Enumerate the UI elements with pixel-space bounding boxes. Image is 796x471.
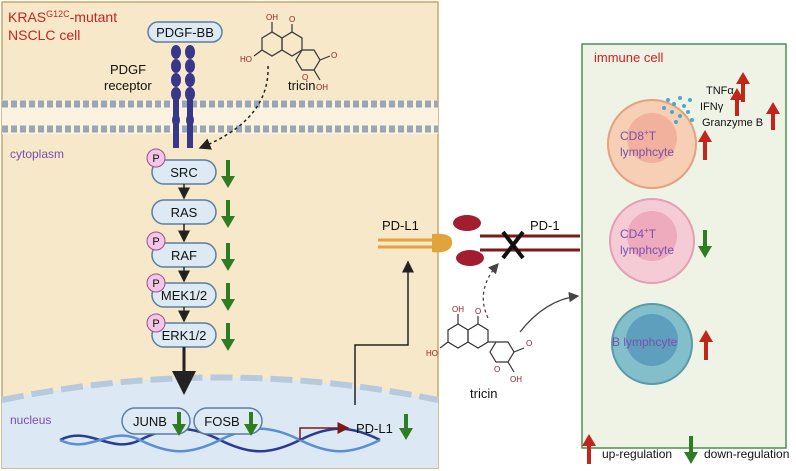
- svg-text:OH: OH: [316, 83, 328, 92]
- cd4-t-cell: [609, 198, 695, 284]
- up-arrow-cd8: [698, 130, 712, 160]
- tricin-bottom-atoms: OH O HO O OH O: [426, 305, 532, 384]
- legend-down-label: down-regulation: [704, 447, 789, 461]
- legend-up-label: up-regulation: [602, 447, 672, 461]
- up-arrow-granzyme: [766, 102, 780, 130]
- svg-text:P: P: [152, 236, 159, 248]
- cd8-t-cell: [607, 99, 697, 189]
- legend-down-icon: [684, 436, 698, 464]
- phospho-erk: P: [146, 313, 166, 333]
- tricin-to-pd1-arrow: [482, 263, 499, 319]
- gene-fosb: FOSB: [193, 407, 263, 436]
- svg-text:HO: HO: [426, 349, 438, 358]
- svg-text:O: O: [475, 307, 481, 316]
- cascade-node-raf: RAF: [151, 242, 217, 268]
- cd8-label-line2: lymphcyte: [620, 145, 674, 159]
- nucleus-label: nucleus: [10, 413, 51, 427]
- receptor-label-line1: PDGF: [110, 62, 146, 77]
- transcription-start-arrow: [299, 422, 350, 440]
- cd4-label-line1: CD4+T: [620, 226, 657, 241]
- tricin-molecule-top: [253, 22, 331, 81]
- legend: up-regulation down-regulation: [582, 434, 789, 464]
- svg-text:OH: OH: [452, 305, 464, 314]
- pd1-protein: [453, 215, 580, 266]
- cell-membrane: [2, 100, 438, 134]
- cytokine-granzyme: Granzyme B: [702, 117, 763, 129]
- svg-text:HO: HO: [240, 55, 252, 64]
- tricin-label-bottom: tricin: [470, 386, 497, 401]
- tricin-top-atoms: OH O HO O OH O: [240, 13, 337, 92]
- dna-helix: [59, 427, 381, 453]
- cell-title-line1: KRASG12C-mutant: [8, 9, 117, 25]
- cytokine-dots: [662, 96, 694, 124]
- svg-text:O: O: [302, 73, 308, 82]
- svg-text:OH: OH: [510, 375, 522, 384]
- svg-text:O: O: [331, 51, 337, 60]
- cytokine-tnf: TNFα: [706, 85, 734, 97]
- block-x-icon: [501, 230, 525, 260]
- cd4-label-line2: lymphcyte: [620, 243, 674, 257]
- pdl1-label: PD-L1: [382, 218, 419, 233]
- down-arrow-cd4: [698, 230, 712, 258]
- up-arrow-ifn: [730, 88, 744, 116]
- svg-text:O: O: [289, 15, 295, 24]
- cascade-label-mek: MEK1/2: [161, 288, 207, 303]
- pdl1-gene-label: PD-L1: [356, 421, 393, 436]
- svg-text:P: P: [152, 318, 159, 330]
- pdgf-bb-label: PDGF-BB: [156, 25, 214, 40]
- down-arrow-src: [221, 160, 235, 188]
- gene-junb: JUNB: [121, 407, 191, 436]
- cascade-node-src: SRC: [151, 159, 217, 185]
- phospho-raf: P: [146, 231, 166, 251]
- pdl1-protein: [378, 233, 453, 253]
- svg-text:O: O: [526, 339, 532, 348]
- cell-title-line2: NSCLC cell: [8, 27, 80, 43]
- immune-cell-title: immune cell: [594, 50, 663, 65]
- up-arrow-tnf: [736, 72, 750, 102]
- cytokine-ifn: IFNγ: [700, 101, 724, 113]
- gene-label-junb: JUNB: [133, 414, 167, 429]
- tricin-to-immune-arrow: [519, 291, 580, 333]
- pdl1-export-arrow: [354, 260, 414, 405]
- gene-label-fosb: FOSB: [204, 414, 239, 429]
- down-arrow-pdl1-gene: [399, 414, 413, 440]
- svg-text:P: P: [152, 153, 159, 165]
- cd8-label-line1: CD8+T: [620, 128, 657, 143]
- phospho-src: P: [146, 148, 166, 168]
- tricin-molecule-bottom: [439, 314, 525, 373]
- b-cell-label: B lymphcyte: [612, 335, 678, 349]
- b-cell: [611, 303, 693, 385]
- legend-up-icon: [582, 434, 596, 464]
- cascade-node-mek: MEK1/2: [151, 282, 217, 308]
- cytoplasm-label: cytoplasm: [10, 147, 64, 161]
- phospho-mek: P: [146, 273, 166, 293]
- cascade-label-src: SRC: [170, 165, 197, 180]
- tricin-to-src-arrow: [198, 65, 269, 150]
- svg-text:O: O: [494, 365, 500, 374]
- cascade-label-raf: RAF: [171, 248, 197, 263]
- down-arrow-mek: [221, 283, 235, 311]
- tricin-label-top: tricin: [288, 78, 315, 93]
- down-arrow-erk: [221, 323, 235, 351]
- pdgf-receptor-icon: [171, 45, 195, 148]
- pd1-label: PD-1: [530, 218, 560, 233]
- down-arrow-ras: [221, 200, 235, 228]
- svg-text:OH: OH: [266, 13, 278, 22]
- up-arrow-b: [699, 330, 713, 360]
- cascade-label-erk: ERK1/2: [162, 328, 207, 343]
- svg-text:P: P: [152, 278, 159, 290]
- cascade-label-ras: RAS: [171, 205, 198, 220]
- receptor-label-line2: receptor: [104, 78, 152, 93]
- down-arrow-raf: [221, 243, 235, 271]
- pdgf-bb-ligand: [147, 21, 223, 43]
- cascade-node-ras: RAS: [151, 199, 217, 225]
